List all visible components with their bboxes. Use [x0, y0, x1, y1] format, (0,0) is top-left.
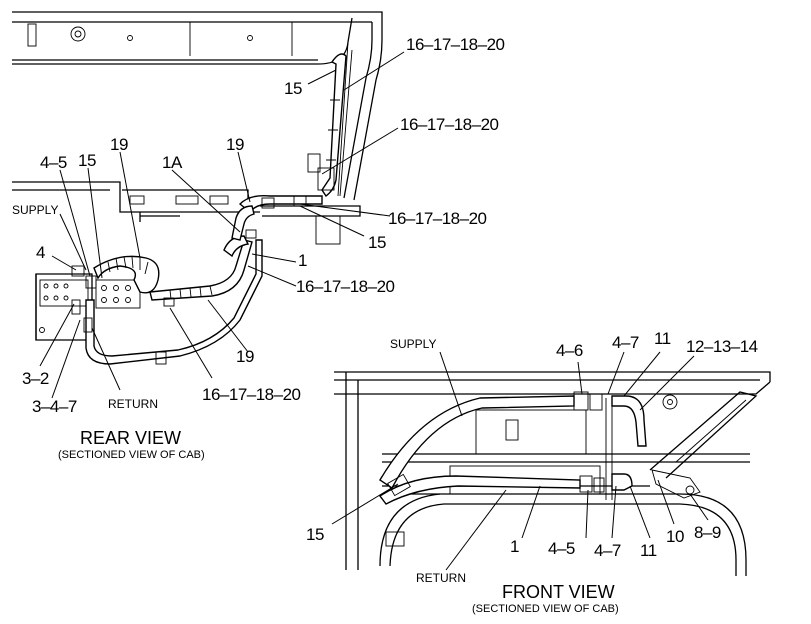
rear-callout-16-e: 16–17–18–20 — [202, 385, 301, 404]
rear-callout-16-c: 16–17–18–20 — [388, 209, 487, 228]
rear-callout-4: 4 — [36, 243, 45, 262]
front-callout-4-5: 4–5 — [548, 539, 575, 558]
front-callout-1: 1 — [510, 537, 519, 556]
front-callout-4-7-top: 4–7 — [612, 333, 639, 352]
rear-view-subtitle: (SECTIONED VIEW OF CAB) — [58, 449, 205, 461]
rear-view-labels: SUPPLY RETURN 4–5 15 19 1A 19 15 16–17–1… — [12, 35, 505, 461]
rear-callout-19-top: 19 — [110, 135, 128, 154]
front-view-title: FRONT VIEW — [502, 582, 615, 602]
rear-callout-15-left: 15 — [78, 151, 96, 170]
front-view-drawing — [331, 351, 771, 576]
rear-callout-1: 1 — [298, 251, 307, 270]
front-return-label: RETURN — [416, 571, 466, 585]
front-supply-label: SUPPLY — [390, 337, 436, 351]
rear-view-title: REAR VIEW — [80, 428, 181, 448]
rear-return-label: RETURN — [108, 397, 158, 411]
front-callout-4-7-bottom: 4–7 — [594, 541, 621, 560]
front-callout-8-9: 8–9 — [694, 523, 721, 542]
rear-supply-label: SUPPLY — [12, 203, 58, 217]
rear-callout-16-a: 16–17–18–20 — [406, 35, 505, 54]
rear-callout-4-5: 4–5 — [40, 153, 67, 172]
front-callout-4-6: 4–6 — [556, 341, 583, 360]
front-callout-12-13-14: 12–13–14 — [686, 337, 758, 356]
front-callout-11-bottom: 11 — [640, 541, 657, 560]
valve-block — [39, 279, 141, 333]
rear-callout-16-b: 16–17–18–20 — [400, 115, 499, 134]
rear-view-drawing — [12, 11, 405, 399]
rear-callout-1a: 1A — [162, 153, 183, 172]
rear-callout-19-mid: 19 — [226, 135, 244, 154]
rear-callout-15-upper: 15 — [284, 79, 302, 98]
rear-callout-3-4-7: 3–4–7 — [32, 397, 77, 416]
rear-callout-16-d: 16–17–18–20 — [296, 277, 395, 296]
rear-callout-19-bottom: 19 — [236, 347, 254, 366]
front-view-labels: SUPPLY RETURN 4–6 4–7 11 12–13–14 15 1 4… — [306, 329, 758, 615]
rear-callout-3-2: 3–2 — [22, 369, 49, 388]
front-callout-10: 10 — [666, 527, 684, 546]
rear-callout-15-right: 15 — [368, 233, 386, 252]
front-view-subtitle: (SECTIONED VIEW OF CAB) — [472, 603, 619, 615]
front-callout-11-top: 11 — [654, 329, 671, 348]
front-callout-15: 15 — [306, 525, 324, 544]
